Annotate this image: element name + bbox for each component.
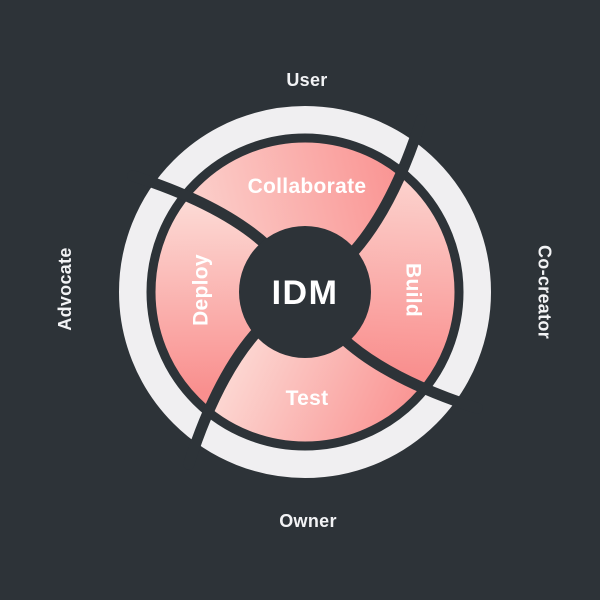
segment-collaborate-shape — [155, 142, 422, 256]
segment-label-build: Build — [401, 263, 424, 317]
role-label-owner: Owner — [279, 511, 337, 531]
segment-test-shape — [188, 328, 455, 442]
cut-line-bottom-left — [183, 323, 266, 470]
center-label: IDM — [272, 274, 339, 312]
cut-line-bottom-right — [336, 331, 483, 414]
segment-label-deploy: Deploy — [190, 254, 213, 326]
cut-line-top-right — [344, 114, 427, 261]
cut-line-top-left — [127, 170, 274, 253]
outer-ring — [119, 106, 491, 478]
segment-deploy-shape — [155, 175, 269, 442]
role-label-co-creator: Co-creator — [534, 245, 554, 339]
ring-gap — [146, 133, 464, 451]
role-label-user: User — [286, 70, 327, 90]
role-label-advocate: Advocate — [55, 247, 75, 330]
segment-label-test: Test — [286, 387, 329, 410]
center-circle — [239, 226, 371, 358]
segment-label-collaborate: Collaborate — [248, 175, 367, 198]
segment-build-shape — [341, 142, 455, 409]
